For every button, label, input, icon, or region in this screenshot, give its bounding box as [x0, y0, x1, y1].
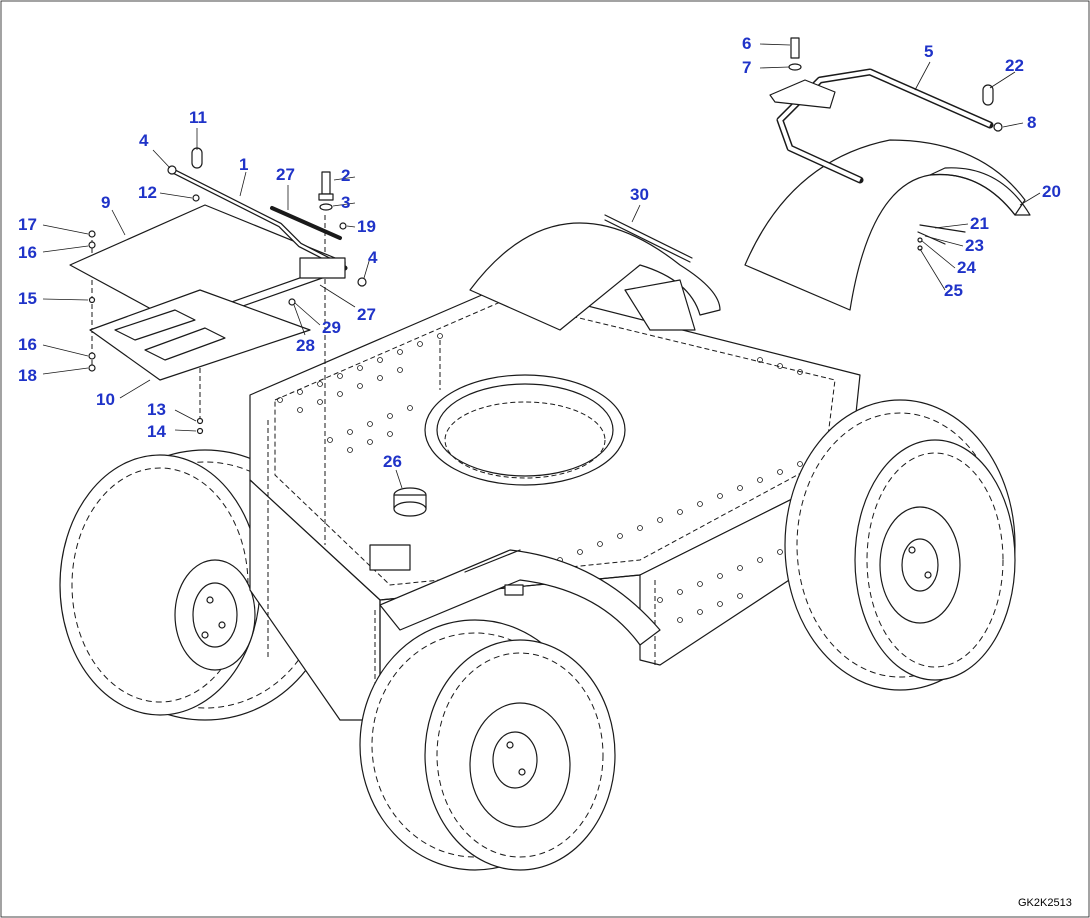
washer-16b — [88, 352, 96, 360]
nut-8 — [993, 122, 1003, 132]
washer-17 — [88, 230, 96, 238]
callout-21: 21 — [970, 214, 989, 233]
bolt-28 — [288, 298, 296, 306]
handrail-1 — [172, 169, 348, 279]
callout-23: 23 — [965, 236, 984, 255]
rear-fender-mounted — [469, 214, 721, 331]
nut-14 — [196, 427, 204, 435]
callout-6: 6 — [742, 34, 751, 53]
washer-15 — [88, 296, 96, 304]
callout-7: 7 — [742, 58, 751, 77]
callout-12: 12 — [138, 183, 157, 202]
callout-14: 14 — [147, 422, 166, 441]
bolt-6 — [790, 37, 800, 59]
bar-27 — [270, 206, 342, 240]
callout-11: 11 — [189, 108, 207, 127]
callout-13: 13 — [147, 400, 166, 419]
washer-13 — [196, 417, 204, 425]
callout-16b: 16 — [18, 335, 37, 354]
swing-circle — [424, 374, 626, 486]
callout-27: 27 — [276, 165, 295, 184]
callout-4: 4 — [139, 131, 149, 150]
callout-25: 25 — [944, 281, 963, 300]
nut-4b — [357, 277, 367, 287]
u-bolt-22 — [982, 84, 994, 106]
callout-3: 3 — [341, 193, 350, 212]
front-fender — [369, 544, 661, 646]
bolt-2 — [318, 171, 334, 201]
callout-30: 30 — [630, 185, 649, 204]
washer-7 — [788, 63, 802, 71]
callout-17: 17 — [18, 215, 37, 234]
cap-part-26 — [393, 487, 427, 517]
callout-labels: 1 2 3 4 4 5 6 7 8 9 10 11 12 13 14 15 16… — [18, 34, 1061, 471]
callout-26: 26 — [383, 452, 402, 471]
support-plate-10 — [89, 289, 311, 381]
handrail-5 — [769, 68, 994, 184]
u-bolt-11 — [191, 147, 203, 169]
callout-2: 2 — [341, 166, 350, 185]
callout-24: 24 — [957, 258, 976, 277]
right-rear-tire — [784, 399, 1016, 691]
leader-lines — [42, 43, 1041, 489]
callout-4b: 4 — [368, 248, 378, 267]
callout-19: 19 — [357, 217, 376, 236]
nut-18 — [88, 364, 96, 372]
callout-16: 16 — [18, 243, 37, 262]
washer-12 — [192, 194, 200, 202]
callout-18: 18 — [18, 366, 37, 385]
callout-1: 1 — [239, 155, 248, 174]
callout-29: 29 — [322, 318, 341, 337]
washer-16 — [88, 241, 96, 249]
callout-27b: 27 — [357, 305, 376, 324]
drawing-code: GK2K2513 — [1018, 897, 1072, 909]
washer-3 — [319, 203, 333, 211]
callout-9: 9 — [101, 193, 110, 212]
pin-19 — [339, 222, 347, 230]
callout-28: 28 — [296, 336, 315, 355]
small-parts-21-25 — [917, 224, 966, 251]
callout-10: 10 — [96, 390, 115, 409]
callout-20: 20 — [1042, 182, 1061, 201]
callout-22: 22 — [1005, 56, 1024, 75]
callout-5: 5 — [924, 42, 933, 61]
front-tire — [359, 619, 616, 871]
callout-15: 15 — [18, 289, 37, 308]
callout-8: 8 — [1027, 113, 1036, 132]
